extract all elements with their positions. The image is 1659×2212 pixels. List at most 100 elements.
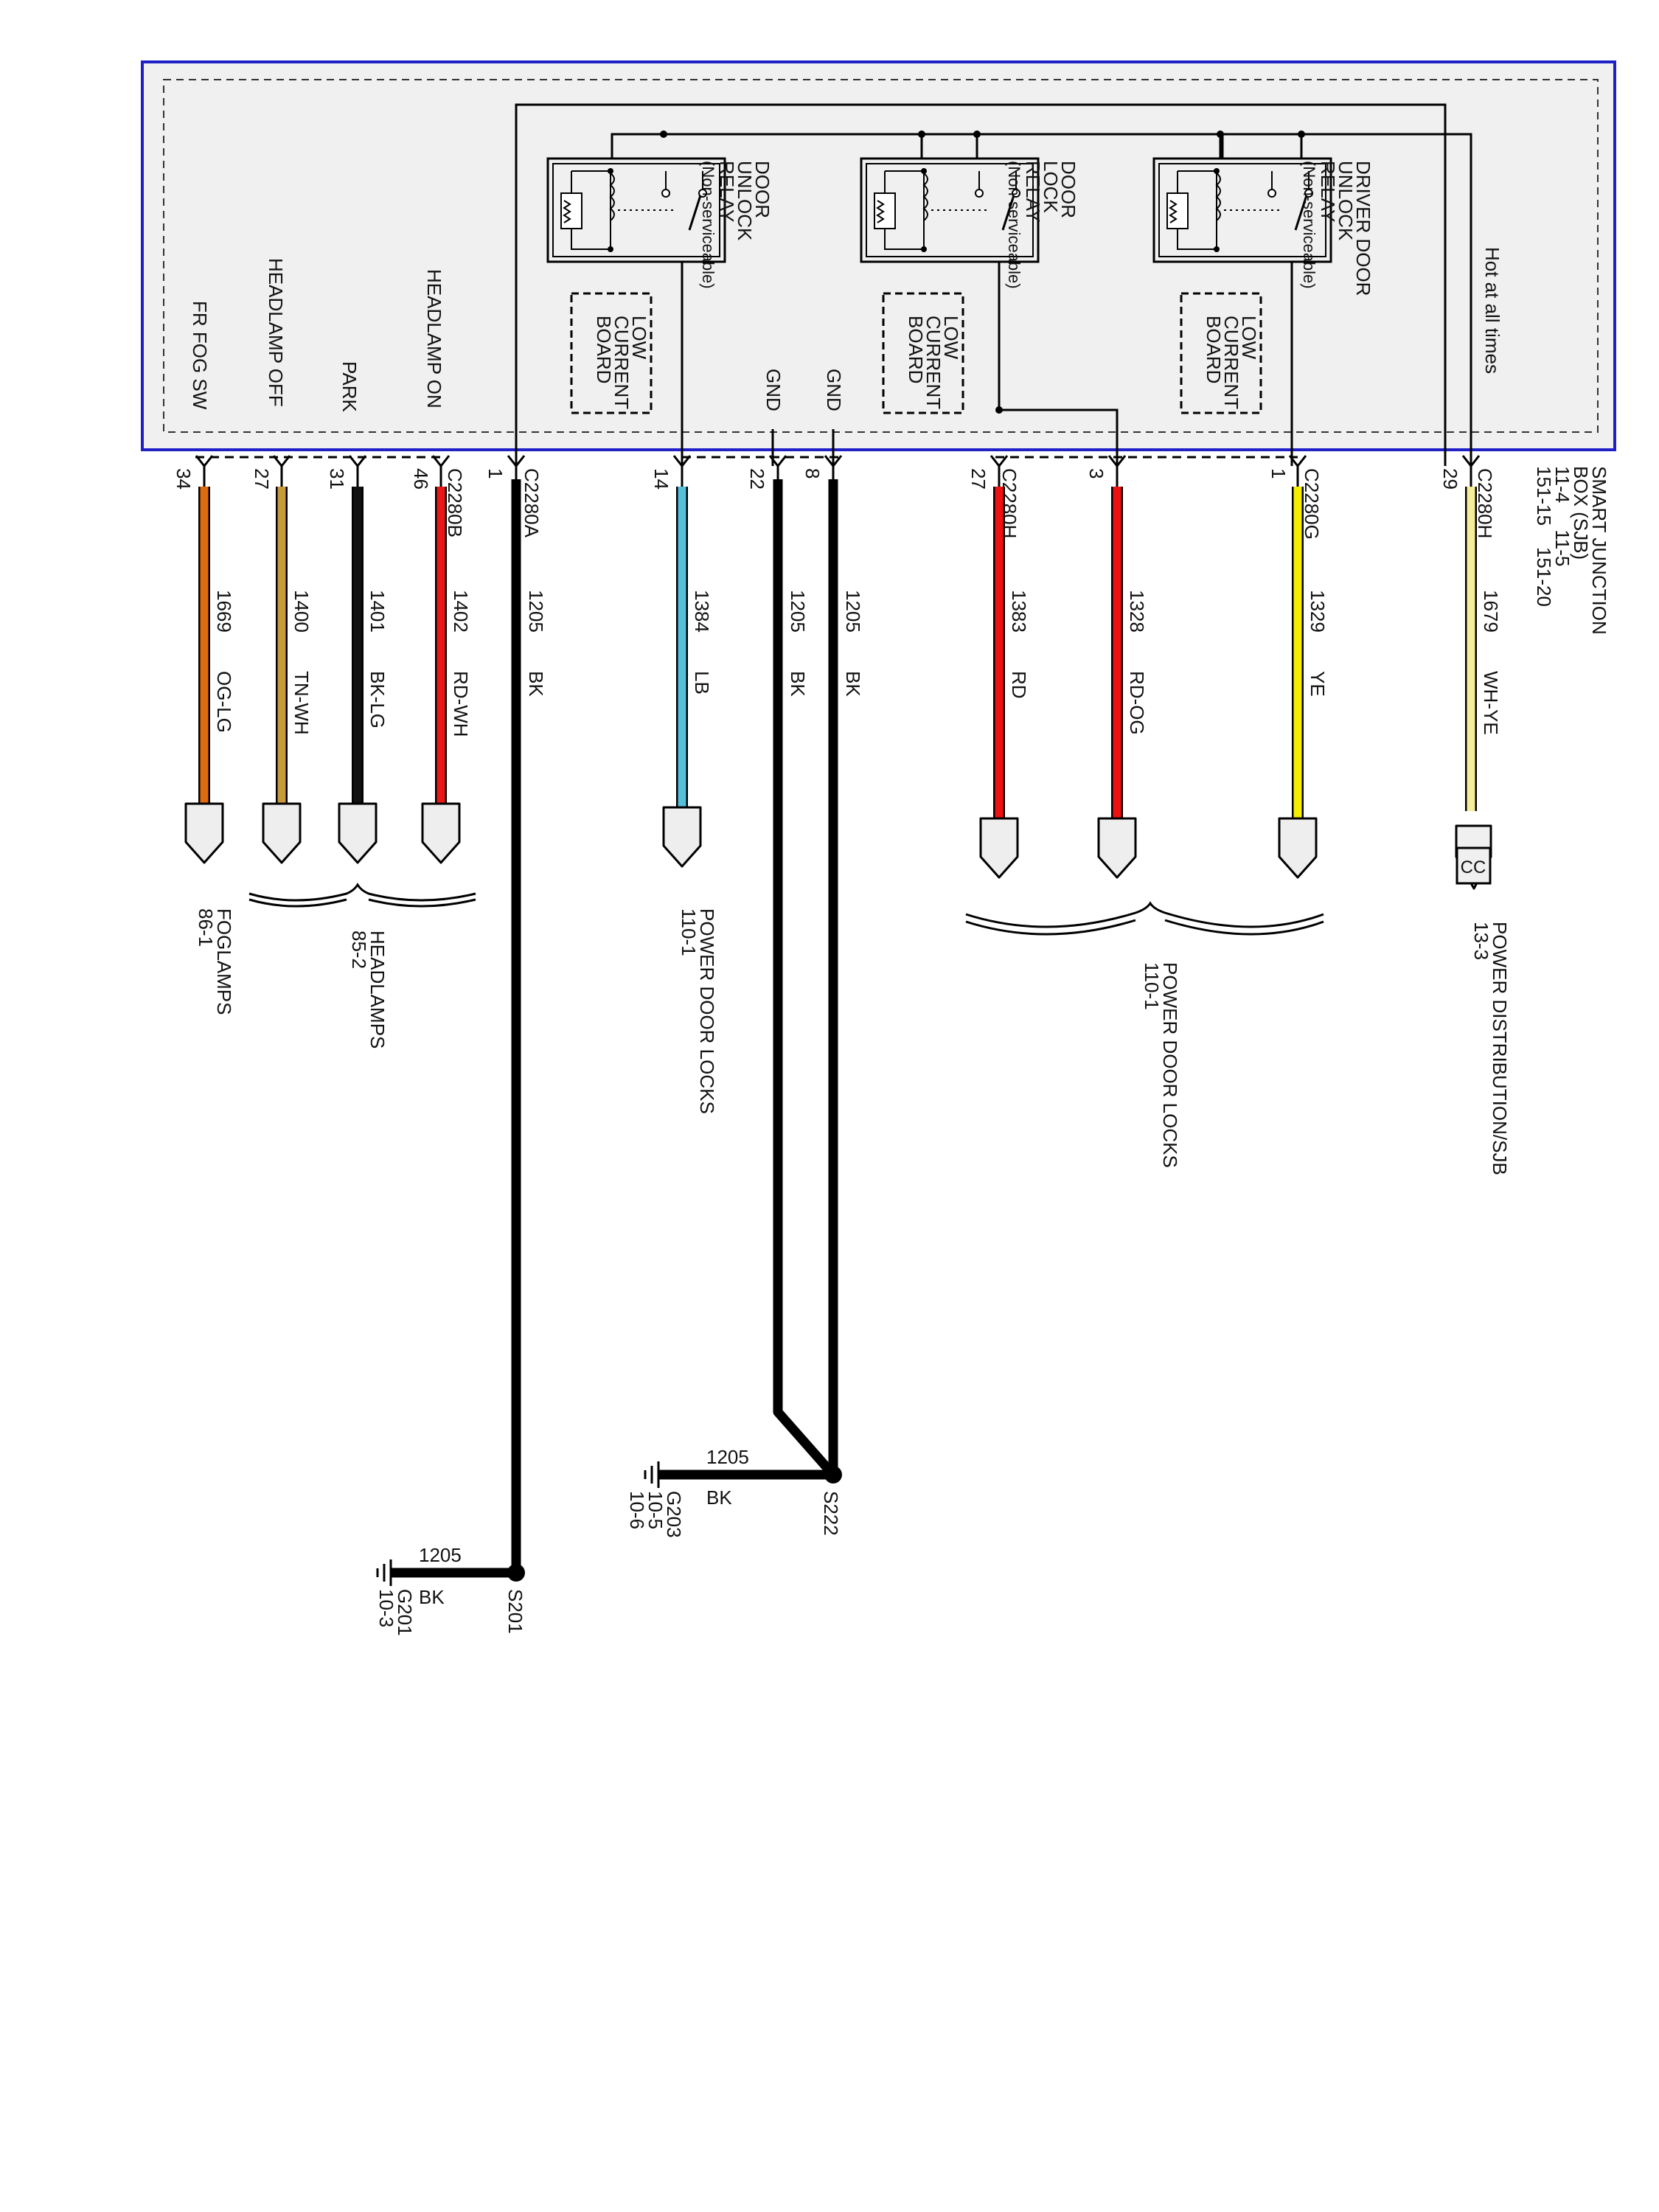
wire-color-code: BK (787, 671, 809, 697)
relay-1-label-line: RELAY (1317, 161, 1339, 222)
module-name-label: SMART JUNCTION BOX (SJB) 11-4 11-5 151-1… (1533, 466, 1610, 635)
ground-g203-line-1: G203 (663, 1491, 685, 1538)
pin-number: 27 (251, 468, 273, 490)
circuit-number: 1205 (525, 590, 547, 633)
dest-door-locks-right-line-1: POWER DOOR LOCKS (1159, 962, 1181, 1168)
module-name-line-4: 151-15 151-20 (1533, 466, 1555, 607)
destination-connector-5 (421, 802, 461, 864)
wire-color-code: TN-WH (291, 671, 313, 735)
dest-foglamps-line-1: FOGLAMPS (213, 908, 235, 1015)
relay-2-label-line: RELAY (1022, 161, 1044, 222)
cc-box (1455, 846, 1492, 885)
destination-connector-7 (262, 802, 302, 864)
relay-1 (1152, 157, 1332, 263)
wire-color-code: BK-LG (366, 671, 389, 728)
ground-g201-line-2: 10-3 (375, 1589, 397, 1627)
relay-2 (860, 157, 1040, 263)
connector-c2280b: C2280B (444, 468, 466, 538)
splice-s201: S201 1205 BK G201 10-3 (375, 1544, 526, 1636)
wire-1401-bk-lg (348, 455, 367, 804)
wires (195, 455, 1481, 818)
wire-color-code: BK (842, 671, 864, 697)
wire-1328-rd-og (1107, 455, 1127, 818)
wire-color-code: WH-YE (1480, 671, 1502, 735)
splice-s222: S222 1205 BK G203 10-5 10-6 (626, 1446, 842, 1538)
connector-c2280h-right: C2280H (1474, 468, 1496, 538)
splice-s201-name: S201 (504, 1589, 526, 1634)
splice-s201-color: BK (419, 1586, 445, 1608)
wire-1679-wh-ye (1461, 455, 1481, 811)
dest-headlamps-line-1: HEADLAMPS (366, 931, 389, 1048)
splice-wiring (391, 479, 838, 1578)
board-label-line: BOARD (1203, 316, 1225, 383)
low-current-boards: LOWCURRENTBOARDLOWCURRENTBOARDLOWCURRENT… (570, 292, 1262, 414)
wire-1383-rd (990, 455, 1009, 818)
pin-label-park: PARK (338, 361, 361, 413)
board-label-line: LOW (628, 316, 650, 360)
circuit-number: 1400 (291, 590, 313, 633)
wire-color-code: RD-WH (450, 671, 472, 737)
power-distribution-connector: CC (1455, 824, 1492, 890)
pin-number: 22 (746, 468, 768, 490)
module-internal-wiring (515, 103, 1472, 466)
relay-1-label-line: (Non-serviceable) (1300, 161, 1318, 289)
pin-label-gnd-2: GND (762, 369, 785, 411)
wire-1400-tn-wh (272, 455, 291, 804)
module-inner-dashed-border (163, 79, 1599, 433)
wire-color-code: OG-LG (213, 671, 235, 733)
board-label-line: CURRENT (611, 316, 633, 409)
circuit-number: 1669 (213, 590, 235, 633)
connector-labels: C2280H C2280G C2280H C2280A C2280B (444, 468, 1496, 540)
circuit-number: 1401 (366, 590, 389, 633)
circuit-number: 1384 (691, 590, 713, 633)
dest-power-distribution: POWER DISTRIBUTION/SJB 13-3 (1470, 922, 1511, 1175)
dest-headlamps-line-2: 85-2 (348, 931, 370, 969)
wire-labels: 291679WH-YE11329YE31328RD-OG271383RD8120… (173, 468, 1502, 737)
relay-3-label-line: (Non-serviceable) (699, 161, 717, 289)
connector-c2280g: C2280G (1301, 468, 1323, 540)
circuit-number: 1383 (1008, 590, 1030, 633)
relay-3-label-line: DOOR (751, 161, 773, 218)
wire-color-code: YE (1307, 671, 1329, 697)
circuit-number: 1679 (1480, 590, 1502, 633)
ground-g203-line-2: 10-5 (644, 1491, 667, 1529)
pin-labels: GND GND HEADLAMP ON PARK HEADLAMP OFF FR… (189, 258, 845, 413)
dest-door-locks-left: POWER DOOR LOCKS 110-1 (678, 908, 718, 1114)
destination-connector-3 (979, 817, 1019, 879)
dest-door-locks-left-line-2: 110-1 (678, 908, 700, 956)
destination-connector-2 (1097, 817, 1137, 879)
relay-3-label-line: RELAY (716, 161, 738, 222)
board-label-line: LOW (1238, 316, 1260, 360)
circuit-number: 1205 (842, 590, 864, 633)
destination-connector-8 (184, 802, 224, 864)
bus-junction-dots (660, 131, 1305, 414)
relay-2-label-line: (Non-serviceable) (1005, 161, 1023, 289)
splice-s222-name: S222 (820, 1491, 842, 1536)
ground-g201-line-1: G201 (394, 1589, 416, 1636)
board-label-line: LOW (940, 316, 962, 360)
circuit-number: 1402 (450, 590, 472, 633)
wire-color-code: RD-OG (1126, 671, 1148, 735)
pin-number: 46 (410, 468, 432, 490)
pin-number: 3 (1085, 468, 1107, 479)
connector-c2280a: C2280A (521, 468, 543, 538)
relay-2-label-line: DOOR (1057, 161, 1079, 218)
pin-label-gnd-1: GND (823, 369, 845, 411)
power-label: Hot at all times (1481, 247, 1503, 374)
pin-number: 34 (173, 468, 195, 490)
board-label-line: BOARD (593, 316, 615, 383)
circuit-number: 1328 (1126, 590, 1148, 633)
splice-s222-dot (824, 1466, 842, 1484)
pin-number: 31 (326, 468, 348, 490)
destination-labels: POWER DISTRIBUTION/SJB 13-3 POWER DOOR L… (195, 908, 1511, 1175)
wire-1329-ye (1288, 455, 1307, 818)
ground-symbol-g203 (644, 1461, 660, 1488)
board-label-line: CURRENT (922, 316, 945, 409)
relay-labels: DRIVER DOORUNLOCKRELAY(Non-serviceable)D… (699, 161, 1374, 296)
dest-headlamps: HEADLAMPS 85-2 (348, 931, 389, 1048)
destination-connector-1 (1278, 817, 1318, 879)
